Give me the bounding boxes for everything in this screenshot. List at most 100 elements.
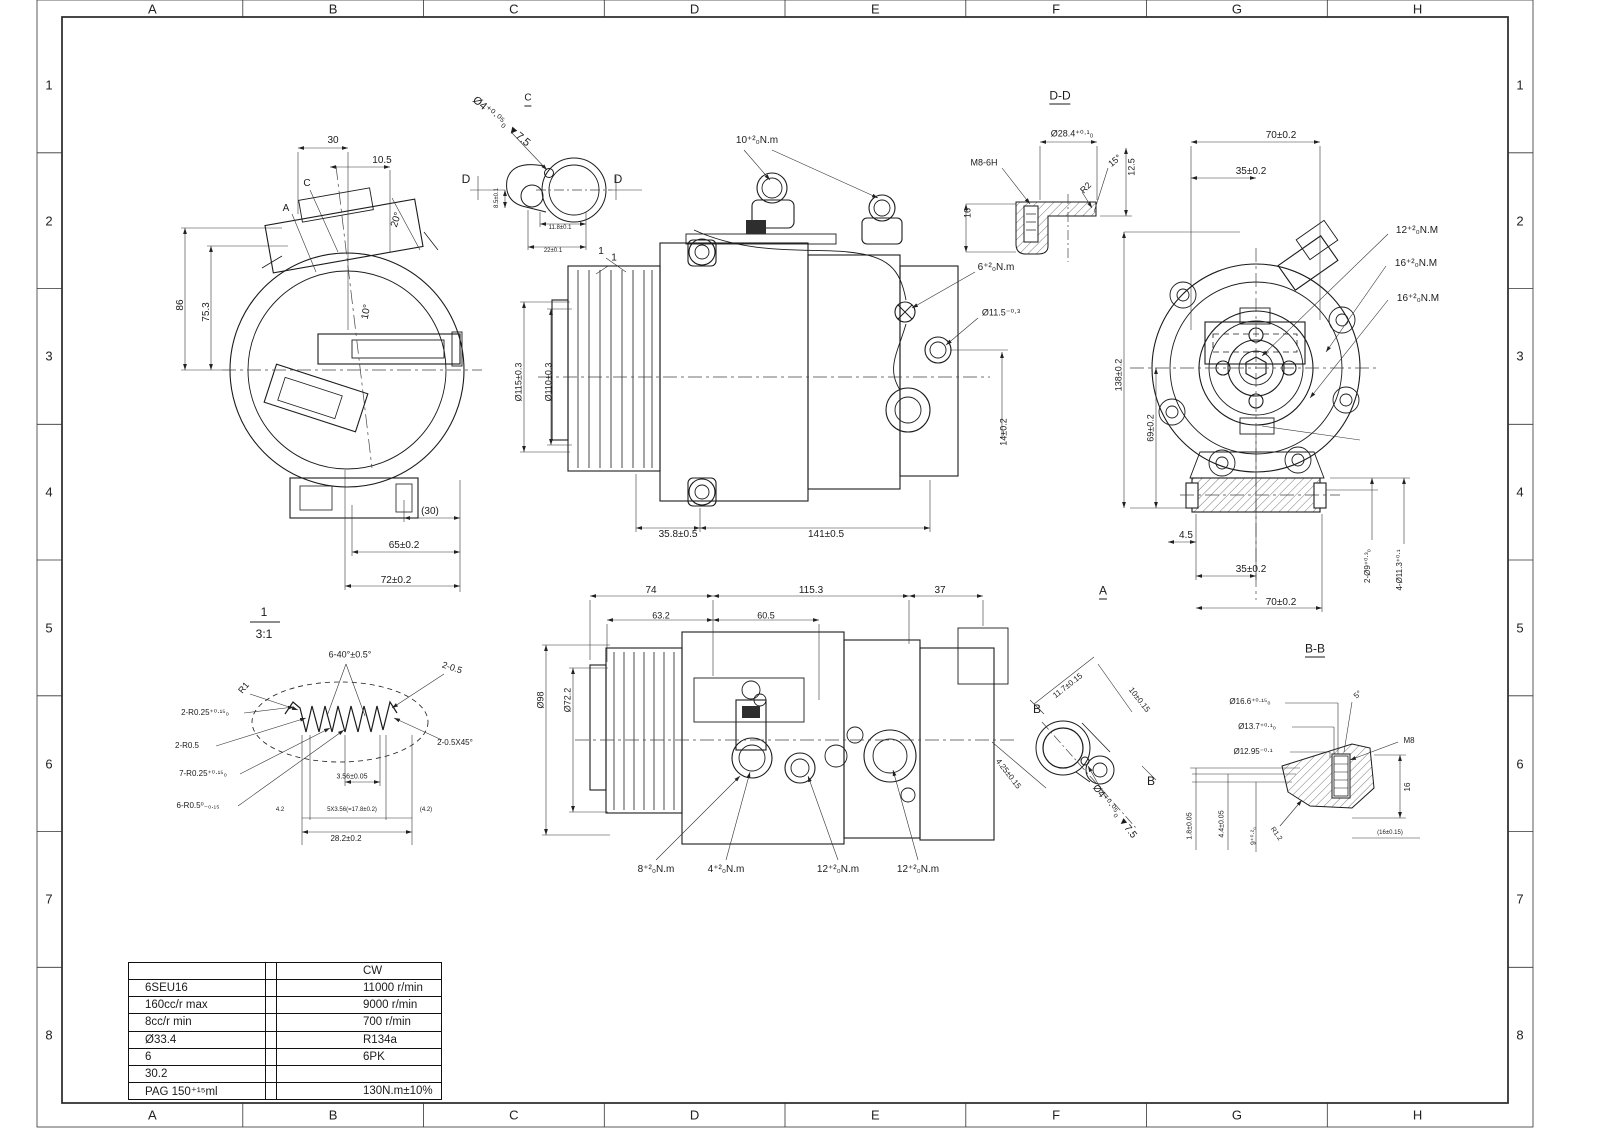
title-block-right-5: 6PK: [363, 1050, 385, 1063]
dim-4-2: 4.2: [275, 807, 285, 813]
dim-2-0-5x45: 2-0.5X45°: [437, 738, 473, 747]
label-item-1: 1: [598, 246, 604, 257]
title-block-right-6: [277, 1066, 441, 1082]
label-m8: M8: [1403, 736, 1415, 745]
title-block-divider-6: [266, 1065, 277, 1082]
title-block-row-1: 6SEU16 11000 r/min: [129, 979, 441, 997]
dim-11-8: 11.8±0.1: [548, 225, 572, 231]
title-block-divider-3: [266, 1014, 277, 1031]
title-block-divider-2: [266, 997, 277, 1014]
dim-groove-angle: 6-40°±0.5°: [328, 649, 372, 660]
grid-row-right-5: 5: [1516, 620, 1524, 636]
title-block-left-1: 6SEU16: [129, 980, 266, 997]
title-block-right-2: 9000 r/min: [363, 999, 418, 1012]
dim-37: 37: [934, 585, 946, 596]
label-d-left: D: [461, 172, 471, 186]
view-detail-a-art: [991, 656, 1157, 829]
title-block-row-6: 30.2: [129, 1064, 441, 1082]
dim-5x3-56: 5X3.56(=17.8±0.2): [327, 807, 377, 813]
label-item-1-c: 1: [611, 253, 617, 267]
title-block-right-0: CW: [363, 965, 383, 978]
grid-col-top-E: E: [871, 1, 880, 17]
grid-col-bottom-G: G: [1231, 1107, 1242, 1123]
dim-63-2: 63.2: [652, 610, 670, 621]
grid-col-bottom-E: E: [871, 1107, 880, 1123]
view-detail-c-art: [470, 132, 642, 275]
title-block-right-7: 130N.m±10%: [363, 1084, 433, 1097]
dim-6-r0-5: 6-R0.5⁰₋₀.₁₅: [176, 801, 220, 810]
dim-16-ref: (16±0.15): [1377, 830, 1403, 836]
view-title-dd: D-D: [1049, 88, 1071, 105]
title-block-left-0: [129, 963, 266, 980]
grid-row-left-4: 4: [45, 484, 53, 500]
title-block-row-0: CW: [129, 963, 441, 980]
view-bb-art: [1190, 701, 1420, 852]
label-b-right: B: [1146, 774, 1156, 788]
dim-70-bot: 70±0.2: [1265, 597, 1297, 608]
grid-col-bottom-F: F: [1052, 1107, 1061, 1123]
detail1-title-num: 1: [260, 605, 268, 619]
label-d-right: D: [613, 172, 623, 186]
grid-col-bottom-A: A: [148, 1107, 157, 1123]
dim-30-ref: (30): [421, 506, 439, 517]
label-section-a: A: [282, 203, 290, 214]
label-section-c: C: [303, 178, 311, 189]
grid-row-left-2: 2: [45, 213, 53, 229]
grid-row-right-4: 4: [1516, 484, 1524, 500]
grid-col-top-D: D: [689, 1, 700, 17]
label-b-left: B: [1032, 702, 1042, 716]
torque-12nm-r: 12⁺²₀N.M: [1395, 225, 1439, 236]
grid-col-bottom-C: C: [509, 1107, 519, 1123]
title-block-right-4: R134a: [363, 1033, 397, 1046]
grid-row-left-6: 6: [45, 756, 53, 772]
dim-74: 74: [645, 585, 657, 596]
grid-col-bottom-H: H: [1412, 1107, 1423, 1123]
title-block-left-3: 8cc/r min: [129, 1014, 266, 1031]
grid-col-bottom-D: D: [689, 1107, 700, 1123]
grid-row-left-3: 3: [45, 348, 53, 364]
dim-4-2-ref: (4.2): [419, 807, 433, 813]
torque-12nm-b2: 12⁺²₀N.m: [896, 864, 940, 875]
torque-16nm-r1: 16⁺²₀N.M: [1394, 258, 1438, 269]
view-side-bottom-art: [542, 594, 1015, 861]
grid-col-bottom-B: B: [328, 1107, 338, 1123]
dim-35-top: 35±0.2: [1235, 166, 1267, 177]
title-block-divider-0: [266, 963, 277, 980]
view-title-a: A: [1098, 583, 1108, 600]
label-m8-6h: M8-6H: [970, 157, 998, 168]
grid-col-top-C: C: [509, 1, 519, 17]
dim-10-5: 10.5: [372, 155, 392, 166]
dim-60-5: 60.5: [757, 610, 775, 621]
dim-4-5: 4.5: [1179, 530, 1193, 541]
torque-6nm: 6⁺²₀N.m: [977, 262, 1015, 273]
title-block-row-2: 160cc/r max 9000 r/min: [129, 996, 441, 1014]
grid-col-top-H: H: [1412, 1, 1423, 17]
grid-row-right-1: 1: [1516, 77, 1524, 93]
dim-22: 22±0.1: [543, 248, 563, 254]
torque-12nm-b1: 12⁺²₀N.m: [816, 864, 860, 875]
dim-2-r0-5: 2-R0.5: [174, 741, 200, 750]
dim-35-8: 35.8±0.5: [658, 529, 698, 540]
title-block-divider-4: [266, 1031, 277, 1048]
grid-row-left-7: 7: [45, 891, 53, 907]
view-title-bb: B-B: [1304, 641, 1326, 658]
title-block-right-1: 11000 r/min: [363, 982, 423, 995]
title-block-left-2: 160cc/r max: [129, 997, 266, 1014]
torque-16nm-r2: 16⁺²₀N.M: [1396, 293, 1440, 304]
dim-65: 65±0.2: [388, 540, 420, 551]
view-front-section-art: [181, 146, 482, 592]
grid-col-top-B: B: [328, 1, 338, 17]
grid-row-left-8: 8: [45, 1027, 53, 1043]
dim-7-r0-25: 7-R0.25⁺⁰·¹⁵₀: [179, 769, 227, 778]
dim-72: 72±0.2: [380, 575, 412, 586]
dim-11-5: Ø11.5⁻⁰·³: [981, 307, 1021, 318]
dim-70-top: 70±0.2: [1265, 130, 1297, 141]
title-block-divider-1: [266, 980, 277, 997]
title-block-divider-7: [266, 1082, 277, 1099]
dim-35-bot: 35±0.2: [1235, 564, 1267, 575]
view-side-main-art: [520, 149, 1008, 532]
